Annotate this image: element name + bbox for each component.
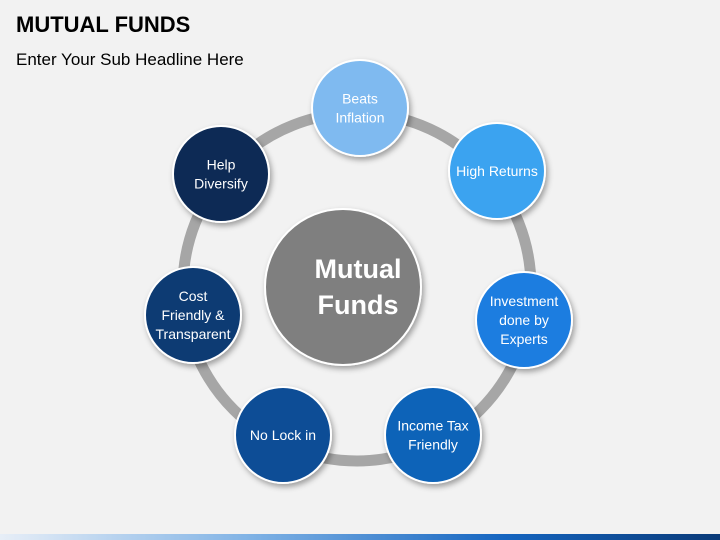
benefit-node: High Returns <box>448 122 546 220</box>
benefit-node-label: Cost <box>179 288 208 304</box>
benefit-node: Investment done by Experts <box>475 271 573 369</box>
benefit-node-circle <box>234 386 332 484</box>
benefit-node-circle <box>475 271 573 369</box>
benefit-node-circle <box>311 59 409 157</box>
page-subtitle: Enter Your Sub Headline Here <box>16 50 244 69</box>
benefit-node-label: Investment <box>490 293 559 309</box>
benefit-node-label: Diversify <box>194 176 248 192</box>
center-hub: Mutual Funds <box>264 208 422 366</box>
benefit-node-label: done by <box>499 312 549 328</box>
center-label-line-2: Funds <box>318 290 399 320</box>
benefit-node-label: High Returns <box>456 163 538 179</box>
benefit-node: No Lock in <box>234 386 332 484</box>
benefit-node-circle <box>172 125 270 223</box>
benefit-node-circle <box>384 386 482 484</box>
center-label-line-1: Mutual <box>315 254 402 284</box>
benefit-node-label: Inflation <box>335 110 384 126</box>
page-title: MUTUAL FUNDS <box>16 12 191 37</box>
benefit-node-label: Friendly & <box>161 307 225 323</box>
footer-accent-bar <box>0 534 720 540</box>
benefit-node-label: Friendly <box>408 437 458 453</box>
benefit-node-circle <box>448 122 546 220</box>
benefit-node-label: Help <box>207 157 236 173</box>
benefit-node-label: Transparent <box>156 326 231 342</box>
benefit-node-label: Experts <box>500 331 547 347</box>
benefit-node-circle <box>144 266 242 364</box>
center-circle <box>264 208 422 366</box>
benefit-node-label: Income Tax <box>397 418 468 434</box>
benefit-node-label: Beats <box>342 91 378 107</box>
benefit-node-label: No Lock in <box>250 427 316 443</box>
